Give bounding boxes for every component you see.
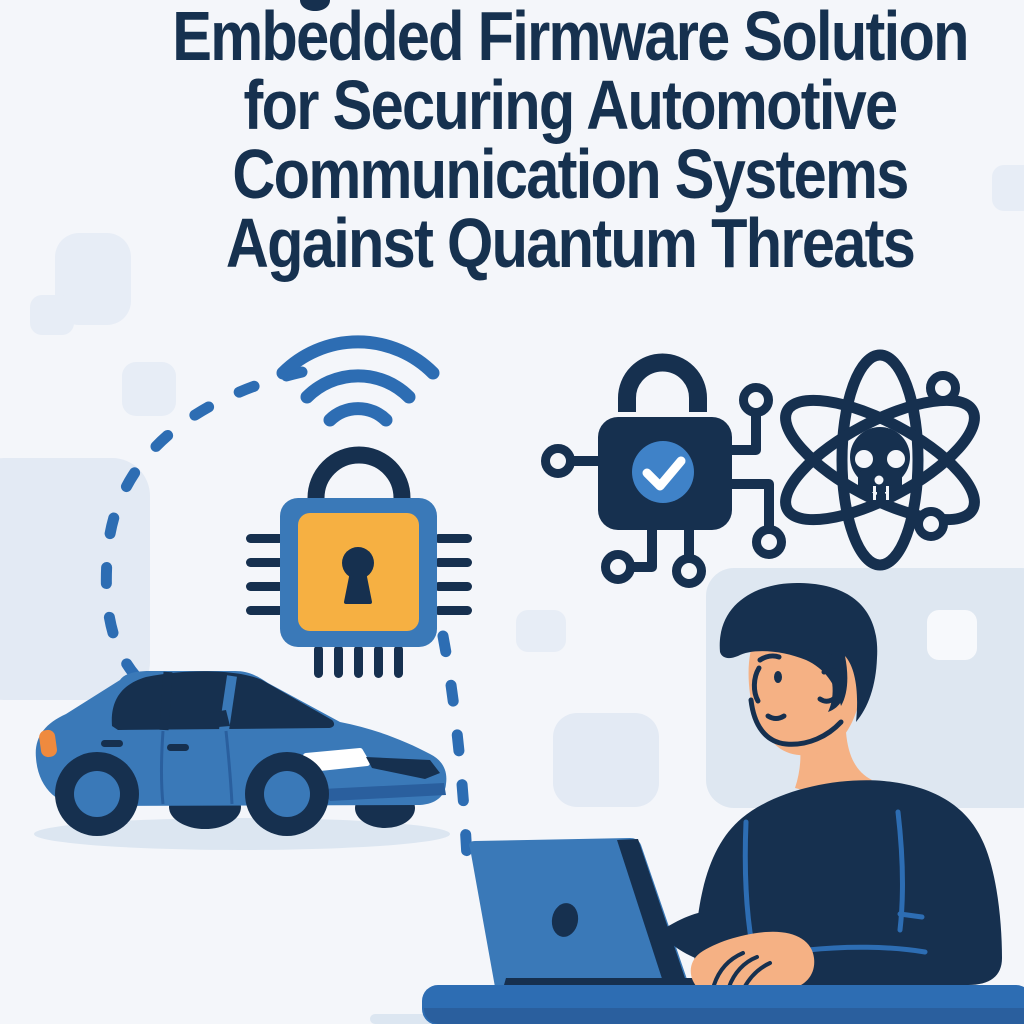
keyhole	[344, 570, 372, 604]
panel-highlight-square	[927, 610, 977, 660]
desk-edge	[424, 1008, 1024, 1024]
title-line-2: for Securing Automotive	[243, 66, 899, 144]
cuff-seam	[897, 911, 925, 920]
finger-line	[727, 955, 759, 989]
electron	[914, 507, 948, 541]
door-handle	[167, 744, 189, 751]
finger-line	[712, 951, 745, 987]
ear	[817, 667, 844, 704]
electron	[926, 371, 960, 405]
door-handle	[101, 740, 123, 747]
checkmark-icon	[642, 456, 686, 491]
desk-illustration	[422, 985, 1024, 1024]
jaw-outline	[748, 697, 844, 747]
taillight	[39, 729, 57, 758]
quantum-threat-atom-skull-icon	[780, 349, 980, 571]
sweater-seam	[895, 809, 905, 933]
car-illustration	[34, 671, 450, 850]
laptop-logo	[551, 903, 579, 937]
circuit-node	[752, 525, 786, 559]
person-illustration	[662, 582, 1002, 990]
nose-line	[751, 665, 762, 704]
car-mirror	[202, 710, 230, 728]
eyebrow	[757, 653, 782, 663]
check-circle	[632, 441, 694, 503]
front-grille	[366, 757, 440, 779]
eye	[774, 671, 782, 683]
car-shadow	[34, 818, 450, 850]
background-tile	[30, 295, 74, 335]
sweater-seam	[742, 819, 755, 948]
circuit-node	[541, 444, 575, 478]
title-line-1: Embedded Firmware Solution	[172, 0, 969, 75]
circuit-node	[672, 554, 706, 588]
dashed-arc-right	[437, 630, 473, 864]
background-tile	[516, 610, 566, 652]
title-line-4: Against Quantum Threats	[225, 204, 916, 282]
forearm-seam	[805, 944, 928, 955]
dashed-connection-path	[100, 366, 473, 864]
background-tile	[122, 362, 176, 416]
skull-icon	[850, 427, 910, 500]
cropped-text-fragment	[300, 0, 330, 11]
background-tile	[553, 713, 659, 807]
dashed-arc-left	[100, 366, 308, 700]
verified-lock-icon	[541, 353, 786, 588]
chip-lock-shackle	[307, 446, 411, 514]
circuit-node	[739, 383, 773, 417]
wifi-icon	[276, 335, 440, 427]
title-line-3: Communication Systems	[232, 135, 909, 213]
mouth	[765, 713, 787, 721]
chip-lock-icon	[246, 446, 472, 678]
background-tile	[992, 165, 1024, 211]
poster-title: Embedded Firmware Solution for Securing …	[58, 0, 1024, 282]
laptop-lid-edge	[617, 839, 690, 994]
circuit-node	[601, 550, 635, 584]
